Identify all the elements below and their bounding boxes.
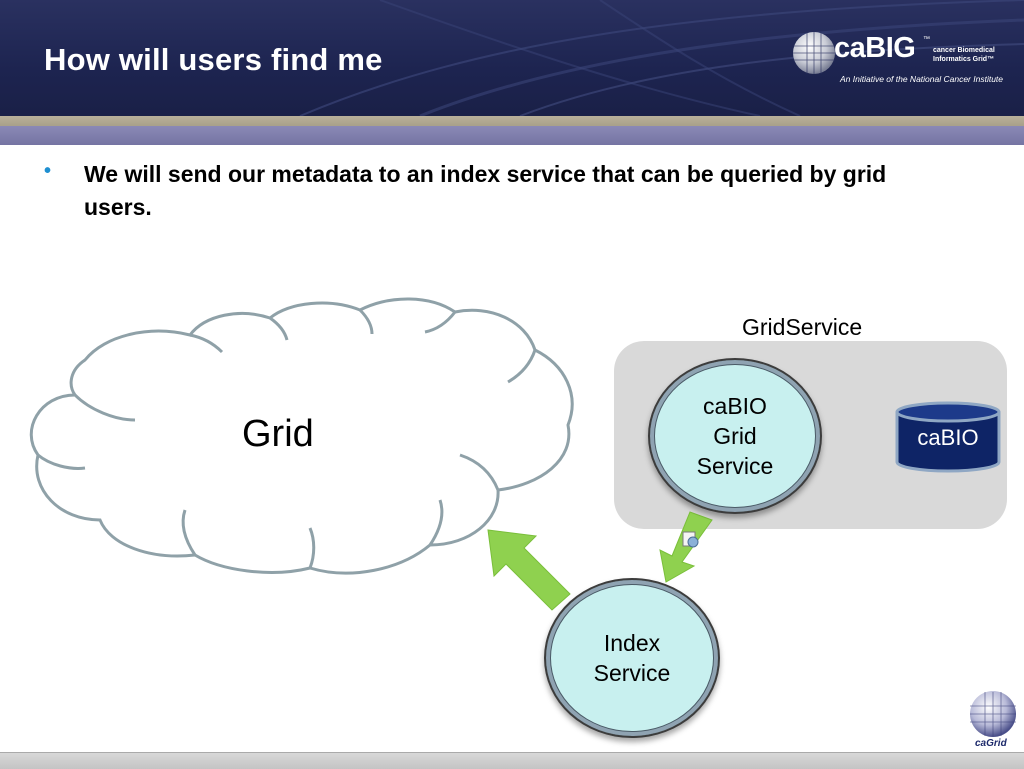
cabio-grid-service-node: caBIO Grid Service: [648, 358, 822, 514]
header-stripe-tan: [0, 116, 1024, 126]
cabig-logo: caBIG ™ cancer Biomedical Informatics Gr…: [792, 30, 1012, 90]
globe-icon: [793, 32, 835, 74]
cabio-grid-service-label: caBIO Grid Service: [696, 393, 774, 479]
logo-trademark: ™: [923, 36, 930, 43]
logo-subtitle: cancer Biomedical Informatics Grid™: [933, 47, 995, 63]
arrow-to-grid: [487, 529, 571, 611]
index-service-node: Index Service: [544, 578, 720, 738]
database-label: caBIO: [917, 425, 979, 450]
footer-bar: [0, 752, 1024, 769]
logo-wordmark: caBIG: [834, 32, 916, 64]
header-stripe-purple: [0, 126, 1024, 145]
slide-header: How will users find me caBIG ™ cancer Bi…: [0, 0, 1024, 116]
header-decoration: [299, 0, 1024, 116]
bullet-marker: •: [44, 160, 52, 182]
cagrid-globe-icon: [970, 691, 1016, 737]
bullet-text: We will send our metadata to an index se…: [84, 161, 887, 220]
page-title: How will users find me: [44, 42, 383, 77]
cloud-label: Grid: [242, 413, 314, 455]
gridservice-label: GridService: [742, 314, 863, 340]
logo-tagline: An Initiative of the National Cancer Ins…: [840, 74, 1004, 84]
cagrid-logo-text: caGrid: [975, 738, 1007, 749]
index-service-label: Index Service: [593, 630, 671, 686]
metadata-document-icon: [682, 531, 699, 548]
